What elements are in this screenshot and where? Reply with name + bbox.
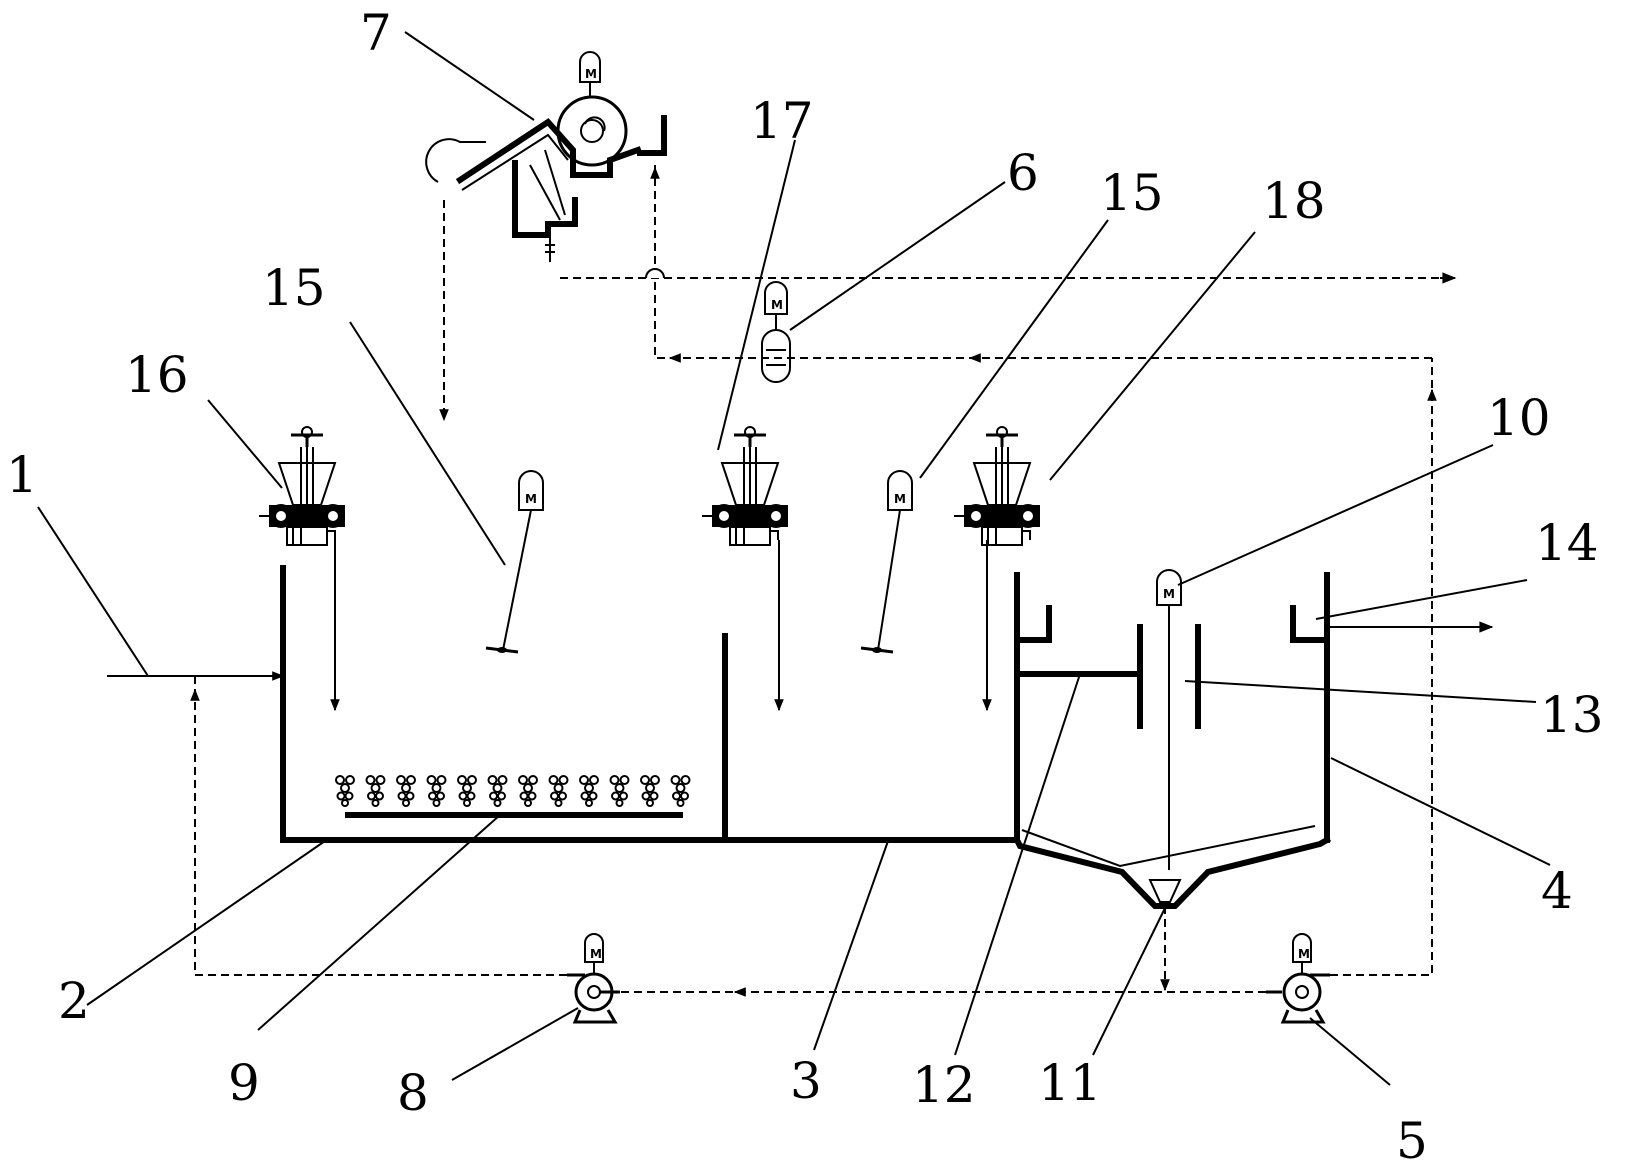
sludge-lines [190, 165, 1457, 997]
callout-16: 16 [125, 346, 189, 404]
dosing-device-18 [954, 426, 1040, 546]
diffuser-head [579, 775, 599, 807]
callout-1: 1 [6, 446, 38, 504]
callout-8: 8 [397, 1064, 429, 1122]
settling-tank [1012, 572, 1332, 909]
pump8-motor-label: M [590, 947, 602, 961]
callout-13: 13 [1540, 686, 1604, 744]
leader-lines [37, 31, 1551, 1086]
diffuser-head [335, 775, 355, 807]
callout-15-left: 15 [262, 259, 326, 317]
diffuser-head [426, 775, 447, 807]
diffuser-head [609, 775, 630, 807]
diffuser-head [457, 775, 477, 807]
diffuser-head [365, 775, 386, 807]
callout-17: 17 [750, 92, 814, 150]
callout-15-right: 15 [1100, 164, 1164, 222]
mixer-anoxic-motor-label: M [525, 492, 537, 506]
scraper-drive: M [1156, 569, 1182, 870]
scraper-motor-label: M [1163, 587, 1175, 601]
diffuser-head [487, 775, 508, 807]
sludge-conditioning-mixer: M [761, 281, 791, 383]
diffuser-head [640, 775, 660, 807]
callout-2: 2 [58, 972, 90, 1030]
center-well [1137, 624, 1201, 729]
inlet-weir [1014, 605, 1052, 643]
callout-5: 5 [1396, 1112, 1428, 1170]
diffuser-head [396, 775, 416, 807]
callout-4: 4 [1541, 862, 1573, 920]
mixer-anoxic: M [485, 470, 544, 654]
diffuser-head [548, 775, 569, 807]
dewatering-motor-label: M [585, 67, 597, 81]
callout-3: 3 [790, 1052, 822, 1110]
mixer-aerobic: M [860, 470, 913, 654]
pump5-motor-label: M [1298, 947, 1310, 961]
dosing-feed-lines [330, 540, 992, 712]
mixer-aerobic-motor-label: M [894, 492, 906, 506]
callout-6: 6 [1007, 144, 1039, 202]
dosing-device-16 [259, 426, 345, 546]
anoxic-tank [280, 565, 728, 843]
dosing-device-17 [702, 426, 788, 546]
effluent-weir [1290, 605, 1330, 643]
aeration-diffuser-grid [335, 775, 691, 818]
sludge-dewatering-machine: M [425, 51, 667, 262]
aerobic-tank [722, 633, 1020, 843]
sludge-return-pump-8: M [567, 933, 620, 1024]
callout-labels: 1 2 3 4 5 6 7 8 9 10 11 12 13 14 15 15 1… [6, 4, 1604, 1170]
callout-12: 12 [912, 1056, 976, 1114]
sludge-pump-5: M [1266, 933, 1330, 1024]
callout-7: 7 [360, 4, 392, 62]
callout-11: 11 [1038, 1054, 1102, 1112]
callout-9: 9 [228, 1054, 260, 1112]
callout-14: 14 [1535, 514, 1599, 572]
diffuser-head [670, 775, 691, 807]
diffuser-head [518, 775, 538, 807]
conditioner-motor-label: M [771, 298, 783, 312]
callout-10: 10 [1487, 389, 1551, 447]
callout-18: 18 [1262, 172, 1326, 230]
